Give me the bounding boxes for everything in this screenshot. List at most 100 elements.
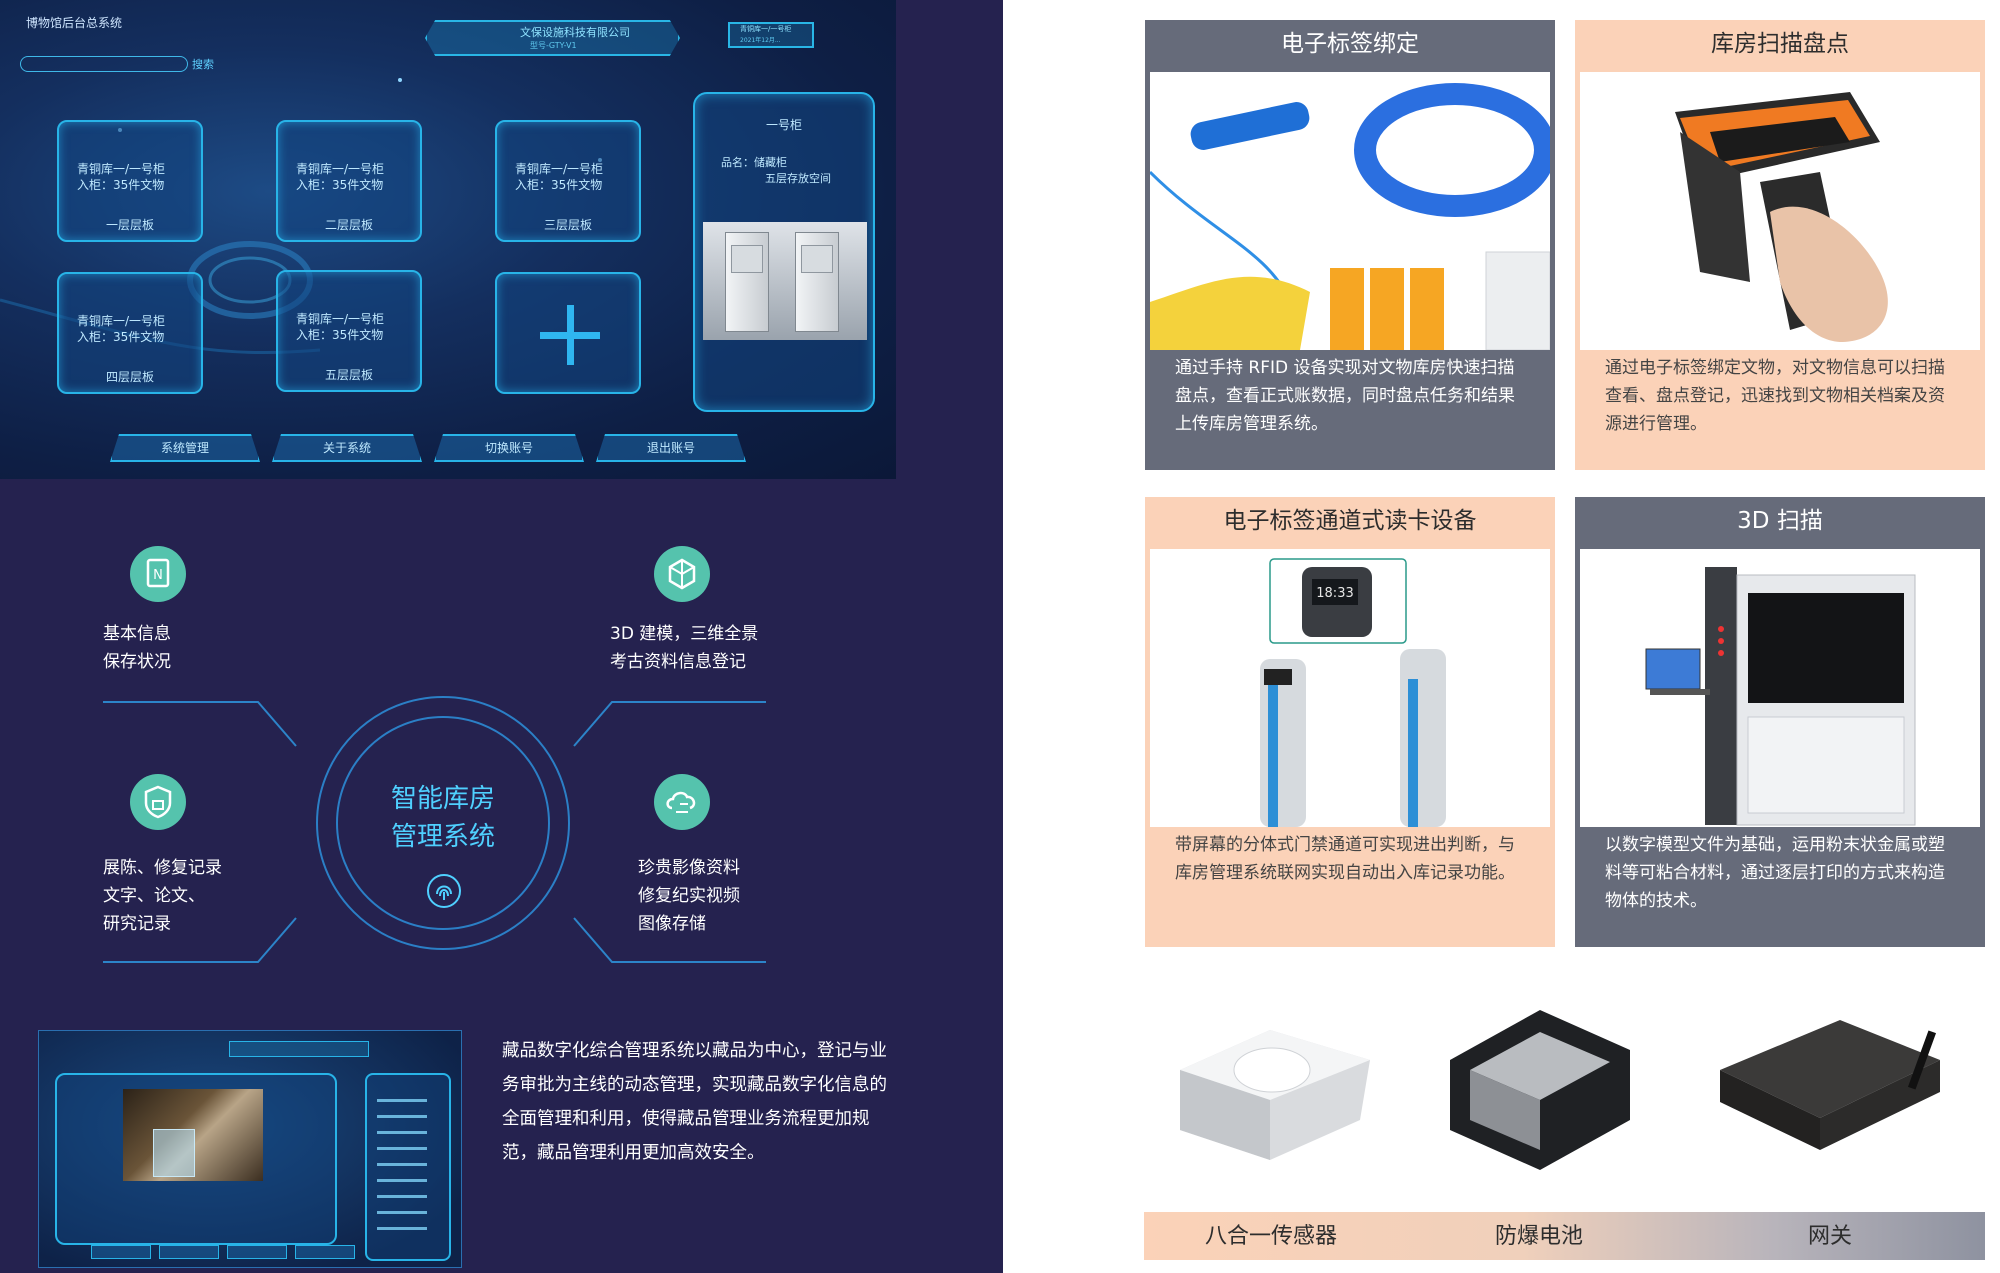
- feature-line: 考古资料信息登记: [610, 652, 746, 672]
- mini-dashboard-button: [295, 1245, 355, 1259]
- shelf-card[interactable]: 青铜库一/一号柜 入柜：35件文物 五层层板: [276, 270, 422, 392]
- shelf-location: 青铜库一/一号柜: [77, 162, 166, 176]
- dashboard-search-button[interactable]: 搜索: [192, 58, 214, 71]
- 3d-cube-icon: [654, 546, 710, 602]
- dashboard-badge: [728, 22, 814, 48]
- card-title: 电子标签绑定: [1281, 31, 1419, 57]
- switch-account-button[interactable]: 切换账号: [434, 434, 584, 462]
- feature-line: 3D 建模，三维全景: [610, 624, 759, 644]
- dashboard-search-input[interactable]: [20, 56, 188, 72]
- feature-line: 修复纪实视频: [638, 886, 740, 906]
- dashboard-title: 博物馆后台总系统: [26, 16, 123, 30]
- feature-line: 基本信息: [103, 624, 171, 644]
- card-rfid-binding: 电子标签绑定 通过手持 RFID 设备实现对文物库房快速扫描盘点，查看正式账数据…: [1145, 20, 1555, 470]
- logout-button[interactable]: 退出账号: [596, 434, 746, 462]
- feature-basic-info: 基本信息 保存状况: [103, 620, 171, 676]
- list-line: [377, 1147, 427, 1150]
- shelf-location: 青铜库一/一号柜: [296, 312, 385, 326]
- card-title: 电子标签通道式读卡设备: [1223, 508, 1477, 534]
- product-label-bar: [1144, 1212, 1985, 1260]
- shelf-card[interactable]: 青铜库一/一号柜 入柜：35件文物 三层层板: [495, 120, 641, 242]
- shelf-count: 入柜：35件文物: [77, 330, 165, 344]
- shelf-count: 入柜：35件文物: [515, 178, 603, 192]
- system-manage-button[interactable]: 系统管理: [110, 434, 260, 462]
- card-title: 库房扫描盘点: [1711, 31, 1849, 57]
- hub-title-line: 管理系统: [390, 822, 495, 852]
- handheld-scanner-photo: [1580, 72, 1980, 350]
- mini-dashboard-button: [159, 1245, 219, 1259]
- sensor-device-image: [1180, 1030, 1370, 1160]
- feature-line: 图像存储: [638, 914, 706, 934]
- shelf-layer: 五层层板: [324, 368, 373, 382]
- cabinet-card[interactable]: 一号柜 品名：储藏柜 五层存放空间: [693, 92, 875, 412]
- card-inventory-scan: 库房扫描盘点 通过电子标签绑定文物，对文物信息可以扫描查看、盘点登记，迅速找到文…: [1575, 20, 1985, 470]
- cloud-link-icon: [654, 774, 710, 830]
- hub-title-line: 智能库房: [390, 784, 495, 814]
- card-body: 通过电子标签绑定文物，对文物信息可以扫描查看、盘点登记，迅速找到文物相关档案及资…: [1605, 358, 1945, 434]
- shelf-count: 入柜：35件文物: [296, 328, 384, 342]
- mini-dashboard-button: [227, 1245, 287, 1259]
- feature-exhibition-records: 展陈、修复记录 文字、论文、 研究记录: [103, 854, 222, 938]
- list-line: [377, 1179, 427, 1182]
- card-channel-reader: 电子标签通道式读卡设备 18:33 带屏幕的分体式门禁通道可实现进出判断，与库房…: [1145, 497, 1555, 947]
- card-body: 通过手持 RFID 设备实现对文物库房快速扫描盘点，查看正式账数据，同时盘点任务…: [1175, 358, 1515, 434]
- dashboard-screenshot: 博物馆后台总系统 搜索 文保设施科技有限公司 型号-GTY-V1 青铜库一/一号…: [0, 0, 896, 479]
- shelf-location: 青铜库一/一号柜: [296, 162, 385, 176]
- feature-line: 保存状况: [103, 652, 171, 672]
- product-sensor-label: 八合一传感器: [1205, 1224, 1338, 1249]
- shelf-card[interactable]: 青铜库一/一号柜 入柜：35件文物 四层层板: [57, 272, 203, 394]
- dashboard-header-frame: [425, 20, 680, 56]
- dashboard-header-sub: 型号-GTY-V1: [530, 41, 577, 50]
- product-gateway-label: 网关: [1808, 1224, 1853, 1249]
- card-body: 以数字模型文件为基础，运用粉末状金属或塑料等可粘合材料，通过逐层打印的方式来构造…: [1605, 835, 1945, 911]
- hub-title: 智能库房 管理系统: [336, 780, 550, 856]
- dashboard-badge-line2: 2021年12月...: [740, 37, 781, 44]
- shelf-location: 青铜库一/一号柜: [77, 314, 166, 328]
- shelf-layer: 四层层板: [105, 370, 154, 384]
- list-line: [377, 1163, 427, 1166]
- reader-display-time: 18:33: [1316, 586, 1353, 601]
- cabinet-unit-image: [725, 232, 769, 332]
- shelf-card[interactable]: 青铜库一/一号柜 入柜：35件文物 一层层板: [57, 120, 203, 242]
- shelf-count: 入柜：35件文物: [296, 178, 384, 192]
- card-body: 带屏幕的分体式门禁通道可实现进出判断，与库房管理系统联网实现自动出入库记录功能。: [1175, 835, 1515, 883]
- left-panel: 博物馆后台总系统 搜索 文保设施科技有限公司 型号-GTY-V1 青铜库一/一号…: [0, 0, 1003, 1273]
- cabinet-photo: [703, 222, 867, 340]
- product-battery-label: 防爆电池: [1495, 1224, 1584, 1249]
- cabinet-title: 一号柜: [765, 118, 802, 132]
- fingerprint-icon: [427, 874, 461, 908]
- hub-outer-ring: [316, 696, 570, 950]
- card-3d-scan: 3D 扫描 以数字模型文件为基础，运用粉末状金属或塑料等可粘合材料，通过逐层打印…: [1575, 497, 1985, 947]
- plus-icon: [540, 305, 600, 365]
- shield-lock-icon: [130, 774, 186, 830]
- feature-image-archive: 珍贵影像资料 修复纪实视频 图像存储: [638, 854, 740, 938]
- list-line: [377, 1227, 427, 1230]
- mini-dashboard-header: [229, 1041, 369, 1057]
- cabinet-name: 品名：储藏柜: [721, 156, 787, 169]
- shelf-layer: 三层层板: [543, 218, 592, 232]
- rfid-tags-photo: [1150, 72, 1550, 350]
- feature-line: 研究记录: [103, 914, 171, 934]
- cabinet-capacity: 五层存放空间: [765, 172, 831, 185]
- list-line: [377, 1131, 427, 1134]
- card-title: 3D 扫描: [1737, 508, 1823, 534]
- shelf-card[interactable]: 青铜库一/一号柜 入柜：35件文物 二层层板: [276, 120, 422, 242]
- add-shelf-button[interactable]: [495, 272, 641, 394]
- dashboard-header-company: 文保设施科技有限公司: [520, 26, 630, 39]
- gateway-device-image: [1720, 1020, 1940, 1150]
- battery-device-image: [1450, 1010, 1630, 1170]
- hub-connector-lines: [103, 701, 766, 963]
- list-line: [377, 1211, 427, 1214]
- feature-line: 展陈、修复记录: [103, 858, 222, 878]
- exhibit-hall-photo: [123, 1089, 263, 1181]
- list-line: [377, 1115, 427, 1118]
- dashboard-badge-line1: 青铜库一/一号柜: [740, 25, 792, 33]
- shelf-location: 青铜库一/一号柜: [515, 162, 604, 176]
- mini-dashboard-button: [91, 1245, 151, 1259]
- hub-inner-ring: [336, 716, 550, 930]
- shelf-layer: 一层层板: [105, 218, 154, 232]
- feature-3d-modeling: 3D 建模，三维全景 考古资料信息登记: [610, 620, 758, 676]
- system-description: 藏品数字化综合管理系统以藏品为中心，登记与业务审批为主线的动态管理，实现藏品数字…: [502, 1041, 887, 1163]
- gate-reader-photo: 18:33: [1150, 549, 1550, 827]
- cabinet-unit-image: [795, 232, 839, 332]
